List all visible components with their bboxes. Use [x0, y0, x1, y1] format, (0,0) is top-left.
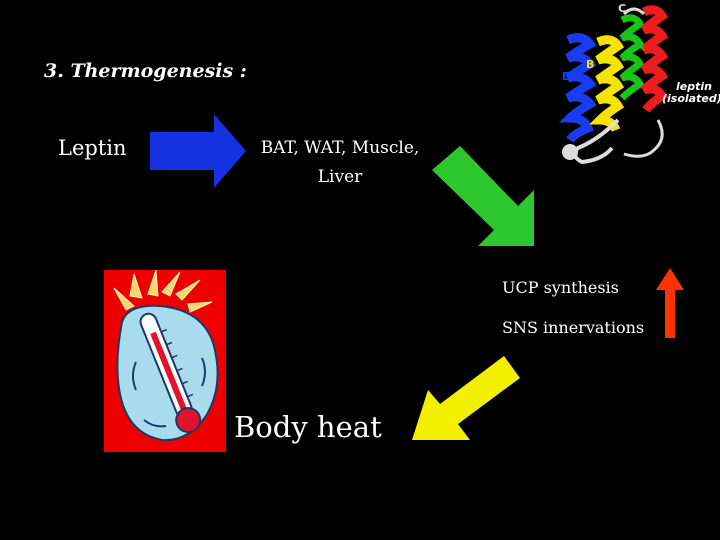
target-tissues-line2: Liver — [317, 167, 363, 187]
target-tissues: BAT, WAT, Muscle, Liver — [240, 134, 440, 192]
helix-label-c: C — [618, 2, 626, 15]
thermometer-icon — [104, 269, 226, 452]
blue-right-arrow — [150, 114, 246, 188]
body-heat-label: Body heat — [234, 410, 382, 444]
protein-label-line1: leptin — [676, 80, 712, 93]
leptin-label: Leptin — [58, 136, 127, 160]
protein-label-line2: (isolated) — [662, 92, 720, 105]
increase-up-arrow — [656, 268, 684, 338]
yellow-diagonal-arrow — [412, 356, 520, 440]
ucp-synthesis-label: UCP synthesis — [502, 278, 619, 297]
helix-label-a: A — [636, 40, 645, 53]
leptin-protein-structure: D B A C leptin (isolated) — [548, 0, 720, 186]
helix-label-b: B — [586, 58, 594, 71]
green-diagonal-arrow — [432, 146, 534, 246]
helix-label-d: D — [562, 70, 571, 83]
slide-title: 3. Thermogenesis : — [44, 60, 247, 82]
sns-innervations-label: SNS innervations — [502, 318, 645, 337]
target-tissues-line1: BAT, WAT, Muscle, — [260, 138, 420, 158]
